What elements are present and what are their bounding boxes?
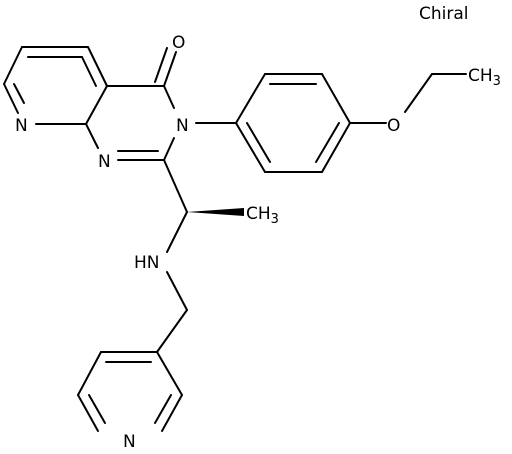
- bond: [85, 85, 108, 125]
- bond-double: [246, 122, 271, 163]
- bond-double: [81, 56, 97, 87]
- atom-label-pyrimidine-n3: N: [176, 116, 189, 136]
- bond: [77, 394, 99, 432]
- bond: [163, 51, 177, 87]
- bond: [85, 123, 99, 149]
- atom-label-pyrimidine-n1: N: [98, 152, 111, 172]
- wedge-bond: [187, 208, 244, 216]
- bond: [156, 351, 183, 396]
- bond: [235, 73, 266, 124]
- chiral-label: Chiral: [419, 4, 469, 24]
- bond: [87, 46, 108, 87]
- bond-double: [315, 122, 340, 163]
- bond: [163, 159, 188, 213]
- bond: [163, 137, 175, 161]
- atom-label-amine-nh: HN: [134, 253, 160, 273]
- side-chain: [156, 159, 244, 353]
- bond: [166, 271, 188, 311]
- bond: [321, 73, 351, 124]
- atom-label-ethyl-ch3: CH3: [468, 66, 501, 89]
- bond: [163, 85, 175, 109]
- pyrimidinone-ring: [85, 47, 177, 161]
- bond: [166, 211, 188, 253]
- atom-label-carbonyl-o: O: [172, 33, 185, 53]
- pyridylmethyl-ring: [77, 351, 183, 432]
- atom-label-ether-o: O: [387, 116, 400, 136]
- pyridine-ring: [3, 46, 108, 125]
- bond: [3, 83, 19, 114]
- bond-double: [154, 394, 172, 424]
- bond: [77, 351, 102, 396]
- atom-label-pyridine-n: N: [15, 116, 28, 136]
- bond-double: [88, 394, 106, 424]
- bond: [235, 122, 266, 173]
- bond: [161, 394, 183, 432]
- bond-double: [154, 47, 168, 83]
- bond: [156, 309, 188, 353]
- bond: [3, 46, 23, 85]
- ethoxyphenyl-ring: [195, 73, 467, 173]
- atom-label-bottom-pyridine-n: N: [123, 432, 136, 452]
- bond: [321, 122, 351, 173]
- bond: [404, 73, 433, 113]
- bond-double: [13, 83, 25, 104]
- atom-label-side-ch3: CH3: [246, 204, 279, 227]
